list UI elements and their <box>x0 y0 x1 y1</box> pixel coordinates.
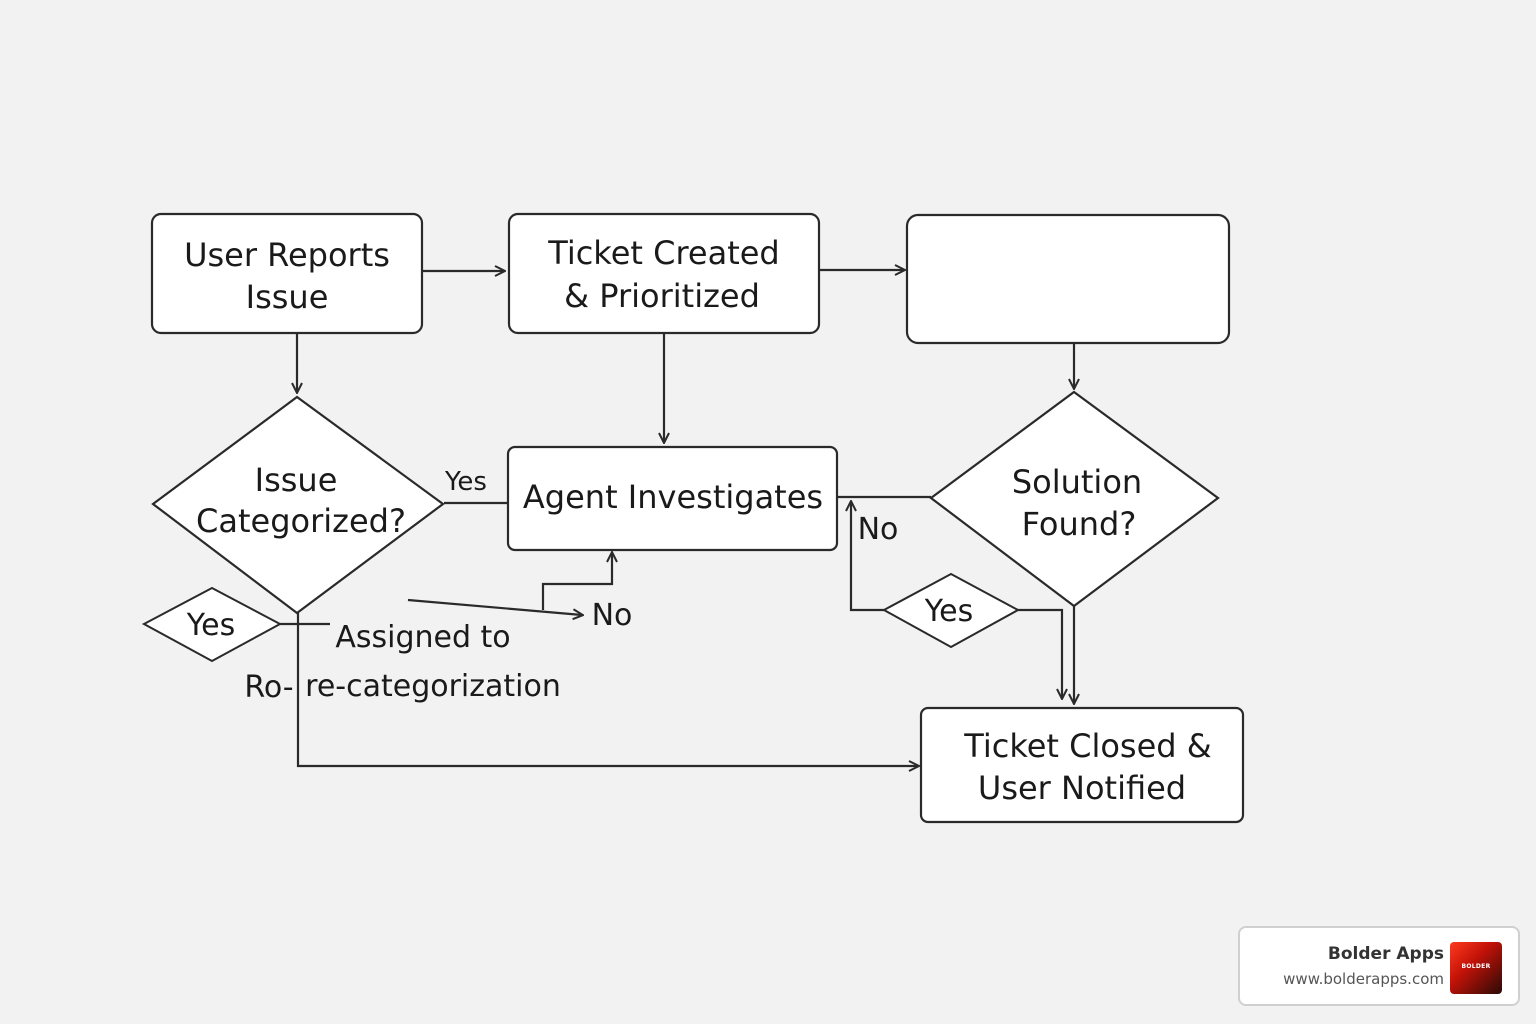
edge-no-back-to-agent <box>851 502 884 612</box>
node-user-reports-line2: Issue <box>246 278 329 316</box>
node-empty-box <box>905 213 1231 345</box>
node-issue-categorized-line2: Categorized? <box>196 502 406 540</box>
bolder-logo-icon: BOLDER <box>1450 942 1502 994</box>
node-agent-investigates-label: Agent Investigates <box>523 478 823 516</box>
node-yes-diamond-left-label: Yes <box>186 608 235 643</box>
badge-url: www.bolderapps.com <box>1283 970 1444 988</box>
badge-name: Bolder Apps <box>1327 944 1444 964</box>
node-ticket-closed-line2: User Notified <box>978 769 1186 807</box>
label-assigned-to: Assigned to <box>335 620 510 655</box>
node-user-reports-line1: User Reports <box>184 236 390 274</box>
node-issue-categorized-line1: Issue <box>255 461 338 499</box>
node-ticket-created-line2: & Prioritized <box>564 277 760 315</box>
node-user-reports: User Reports Issue <box>150 212 424 335</box>
node-yes-diamond-left: Yes <box>141 586 283 663</box>
label-no-middle: No <box>592 598 633 633</box>
node-ticket-created: Ticket Created & Prioritized <box>507 212 821 335</box>
logo-wordmark: BOLDER <box>1461 963 1491 970</box>
node-ticket-closed-line1: Ticket Closed & <box>963 727 1211 765</box>
label-yes-top: Yes <box>444 467 487 497</box>
node-solution-found-line2: Found? <box>1022 505 1137 543</box>
edge-assigned-to-no <box>407 598 582 615</box>
label-no-right: No <box>858 512 899 547</box>
edge-issue-categorized-to-ticket-closed <box>296 613 918 766</box>
node-ticket-created-line1: Ticket Created <box>547 234 779 272</box>
edge-recategorization-to-agent <box>541 553 612 610</box>
label-ro-prefix: Ro- <box>244 670 293 705</box>
node-solution-found: Solution Found? <box>929 390 1220 608</box>
label-re-categorization: re-categorization <box>305 669 561 704</box>
node-yes-diamond-right-label: Yes <box>924 594 973 629</box>
node-issue-categorized: Issue Categorized? <box>151 395 445 615</box>
edge-yes-diamond-to-ticket-closed <box>1018 608 1062 698</box>
node-yes-diamond-right: Yes <box>881 572 1021 649</box>
node-solution-found-line1: Solution <box>1012 463 1142 501</box>
bolder-apps-badge[interactable]: Bolder Apps www.bolderapps.com BOLDER <box>1238 926 1520 1006</box>
connectors <box>280 270 1074 766</box>
node-ticket-closed: Ticket Closed & User Notified <box>919 706 1245 824</box>
node-agent-investigates: Agent Investigates <box>506 445 839 552</box>
